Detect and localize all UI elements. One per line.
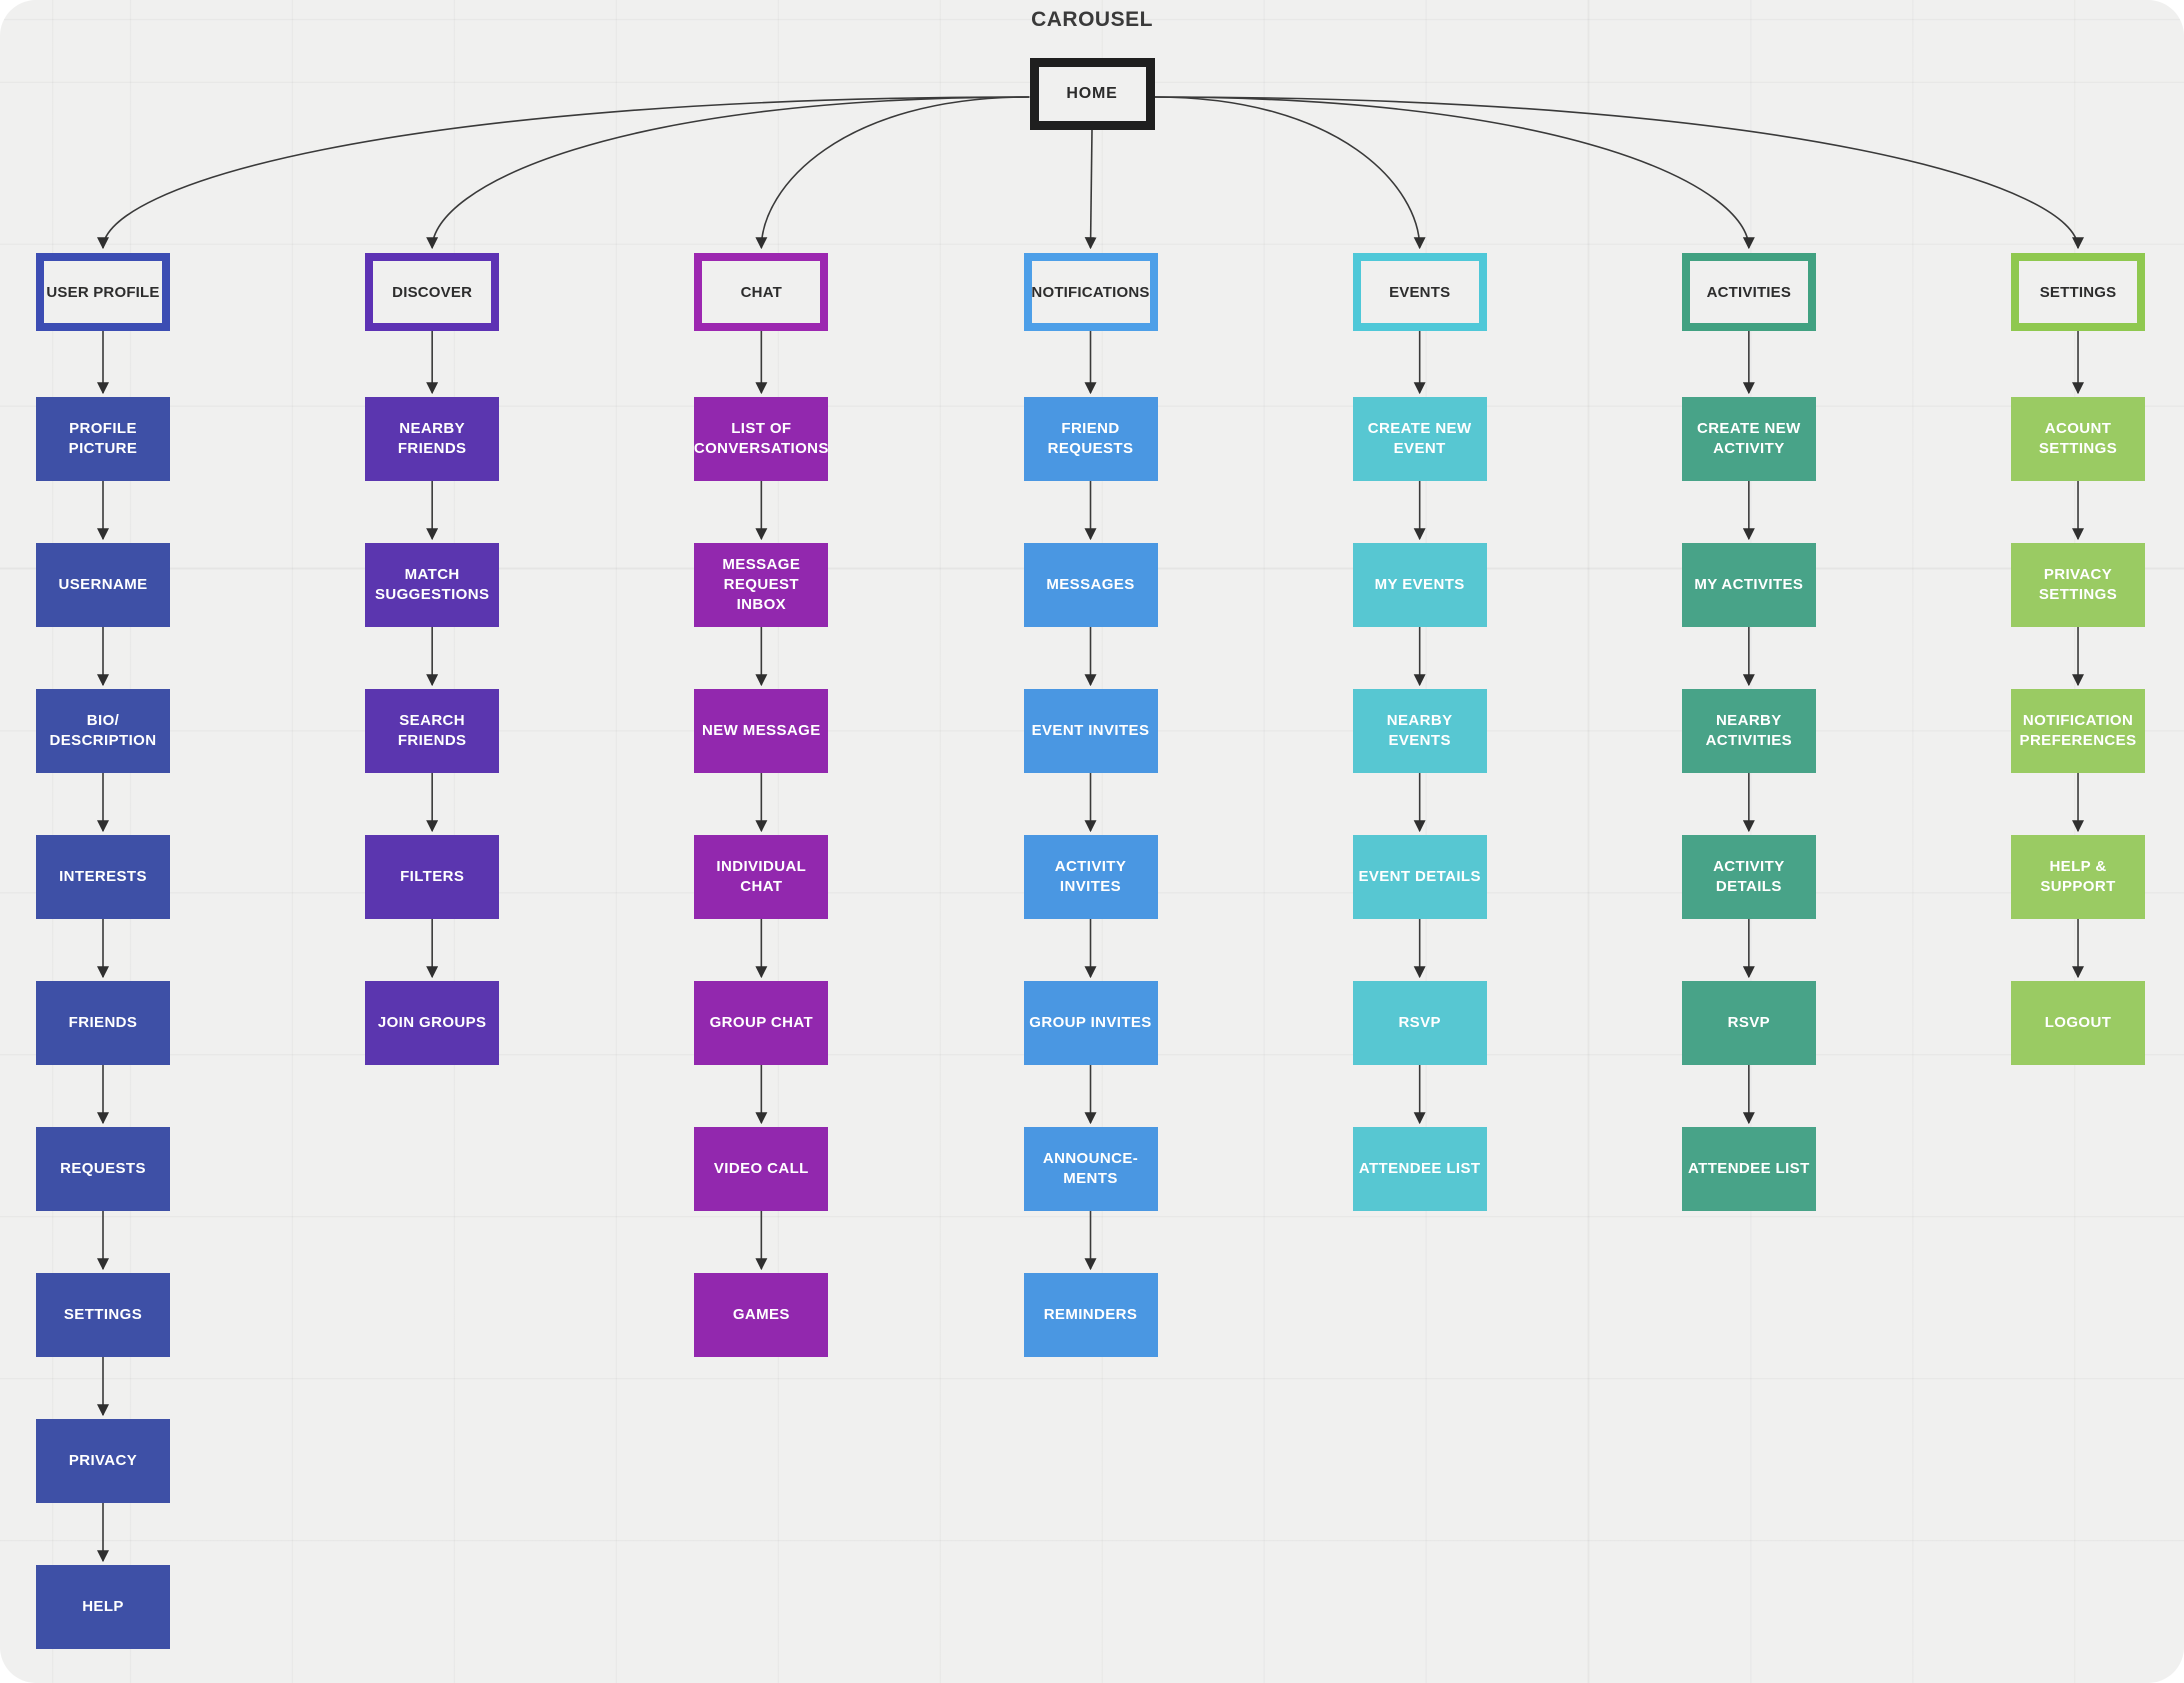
edge-home-to-discover	[426, 96, 1030, 250]
node-rsvp[interactable]: RSVP	[1352, 981, 1487, 1065]
node-my-activites[interactable]: MY ACTIVITES	[1681, 543, 1816, 627]
node-friend-requests[interactable]: FRIEND REQUESTS	[1023, 397, 1158, 481]
node-profile-picture[interactable]: PROFILE PICTURE	[36, 397, 170, 481]
node-list-of-conversations[interactable]: LIST OF CONVERSATIONS	[694, 397, 828, 481]
edge-home-to-activities	[1154, 96, 1755, 250]
node-messages[interactable]: MESSAGES	[1023, 543, 1158, 627]
node-activity-invites[interactable]: ACTIVITY INVITES	[1023, 835, 1158, 919]
node-rsvp[interactable]: RSVP	[1681, 981, 1816, 1065]
node-bio-description[interactable]: BIO/ DESCRIPTION	[36, 689, 170, 773]
node-requests[interactable]: REQUESTS	[36, 1127, 170, 1211]
column-header-activities[interactable]: ACTIVITIES	[1681, 253, 1816, 331]
column-header-notifications[interactable]: NOTIFICATIONS	[1023, 253, 1158, 331]
node-help-support[interactable]: HELP & SUPPORT	[2011, 835, 2146, 919]
node-announce-ments[interactable]: ANNOUNCE- MENTS	[1023, 1127, 1158, 1211]
node-games[interactable]: GAMES	[694, 1273, 829, 1357]
column-header-settings[interactable]: SETTINGS	[2011, 253, 2146, 331]
node-notification-preferences[interactable]: NOTIFICATION PREFERENCES	[2011, 689, 2146, 773]
node-activity-details[interactable]: ACTIVITY DETAILS	[1681, 835, 1816, 919]
node-filters[interactable]: FILTERS	[365, 835, 500, 919]
node-video-call[interactable]: VIDEO CALL	[694, 1127, 829, 1211]
node-settings[interactable]: SETTINGS	[36, 1273, 170, 1357]
node-nearby-activities[interactable]: NEARBY ACTIVITIES	[1681, 689, 1816, 773]
node-help[interactable]: HELP	[36, 1565, 170, 1649]
node-my-events[interactable]: MY EVENTS	[1352, 543, 1487, 627]
node-interests[interactable]: INTERESTS	[36, 835, 170, 919]
node-group-invites[interactable]: GROUP INVITES	[1023, 981, 1158, 1065]
node-attendee-list[interactable]: ATTENDEE LIST	[1681, 1127, 1816, 1211]
node-event-invites[interactable]: EVENT INVITES	[1023, 689, 1158, 773]
edge-home-to-notifications	[1084, 129, 1097, 250]
node-group-chat[interactable]: GROUP CHAT	[694, 981, 829, 1065]
node-logout[interactable]: LOGOUT	[2011, 981, 2146, 1065]
node-attendee-list[interactable]: ATTENDEE LIST	[1352, 1127, 1487, 1211]
node-create-new-event[interactable]: CREATE NEW EVENT	[1352, 397, 1487, 481]
node-home[interactable]: HOME	[1029, 58, 1155, 130]
node-nearby-events[interactable]: NEARBY EVENTS	[1352, 689, 1487, 773]
node-friends[interactable]: FRIENDS	[36, 981, 170, 1065]
node-new-message[interactable]: NEW MESSAGE	[694, 689, 829, 773]
column-header-discover[interactable]: DISCOVER	[365, 253, 500, 331]
diagram-title: CAROUSEL	[1031, 8, 1153, 31]
node-nearby-friends[interactable]: NEARBY FRIENDS	[365, 397, 500, 481]
edge-home-to-user-profile	[97, 96, 1030, 250]
node-username[interactable]: USERNAME	[36, 543, 170, 627]
node-search-friends[interactable]: SEARCH FRIENDS	[365, 689, 500, 773]
node-message-request-inbox[interactable]: MESSAGE REQUEST INBOX	[694, 543, 829, 627]
node-reminders[interactable]: REMINDERS	[1023, 1273, 1158, 1357]
node-create-new-activity[interactable]: CREATE NEW ACTIVITY	[1681, 397, 1816, 481]
node-event-details[interactable]: EVENT DETAILS	[1352, 835, 1487, 919]
edge-home-to-chat	[755, 96, 1030, 250]
node-acount-settings[interactable]: ACOUNT SETTINGS	[2011, 397, 2146, 481]
node-join-groups[interactable]: JOIN GROUPS	[365, 981, 500, 1065]
node-privacy[interactable]: PRIVACY	[36, 1419, 170, 1503]
node-match-suggestions[interactable]: MATCH SUGGESTIONS	[365, 543, 500, 627]
column-header-chat[interactable]: CHAT	[694, 253, 829, 331]
node-privacy-settings[interactable]: PRIVACY SETTINGS	[2011, 543, 2146, 627]
edge-home-to-settings	[1154, 96, 2084, 250]
edge-home-to-events	[1154, 96, 1426, 250]
node-individual-chat[interactable]: INDIVIDUAL CHAT	[694, 835, 829, 919]
column-header-user-profile[interactable]: USER PROFILE	[36, 253, 170, 331]
column-header-events[interactable]: EVENTS	[1352, 253, 1487, 331]
